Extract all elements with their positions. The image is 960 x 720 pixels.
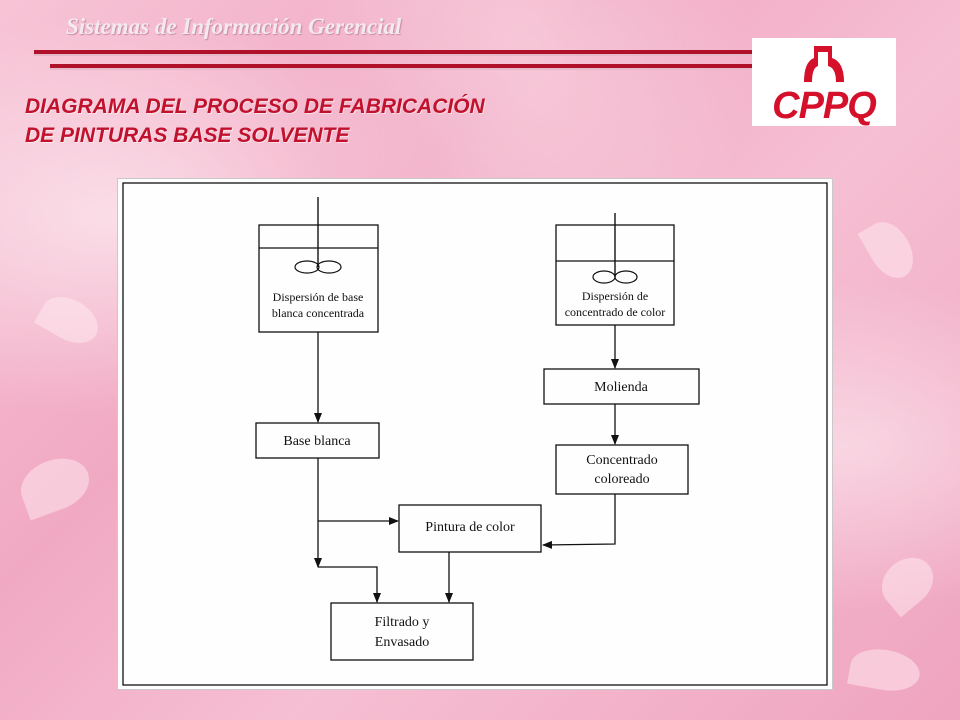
course-header: Sistemas de Información Gerencial (66, 14, 402, 39)
tank-color-concentrate: Dispersión de concentrado de color (555, 213, 675, 326)
box-molienda: Molienda (543, 368, 700, 405)
diagram-frame (122, 182, 828, 686)
petal-decoration (857, 214, 923, 286)
arrow-base-to-filtrado (318, 566, 381, 603)
base-blanca-label: Base blanca (283, 434, 351, 449)
title-line-1: DIAGRAMA DEL PROCESO DE FABRICACIÓN (25, 95, 485, 118)
concentrado-label-2: coloreado (594, 472, 649, 487)
logo-mark (804, 46, 844, 82)
diagram-panel: Dispersión de base blanca concentrada Di… (117, 178, 833, 690)
title-line-2: DE PINTURAS BASE SOLVENTE (25, 124, 350, 147)
filtrado-label-2: Envasado (375, 635, 429, 650)
page-title: DIAGRAMA DEL PROCESO DE FABRICACIÓN DE P… (25, 92, 485, 150)
arrow-concentrado-to-pintura (542, 494, 616, 549)
petal-decoration (34, 287, 106, 353)
tank-color-label-1: Dispersión de (582, 289, 648, 303)
box-concentrado-coloreado: Concentrado coloreado (555, 444, 689, 495)
cppq-logo: CPPQ (752, 38, 896, 126)
petal-decoration (847, 644, 923, 696)
header-rule-top (34, 50, 752, 54)
tank-color-label-2: concentrado de color (565, 305, 666, 319)
flow-arrows (314, 325, 619, 603)
box-base-blanca: Base blanca (255, 422, 380, 459)
mixer-blade-icon (592, 270, 616, 284)
filtrado-label-1: Filtrado y (375, 615, 430, 630)
box-filtrado-envasado: Filtrado y Envasado (330, 602, 474, 661)
mixer-blade-icon (294, 260, 320, 274)
tank-white-base: Dispersión de base blanca concentrada (258, 197, 379, 333)
pintura-color-label: Pintura de color (425, 520, 515, 535)
molienda-label: Molienda (594, 380, 648, 395)
header-rule-bottom (50, 64, 768, 68)
logo-text: CPPQ (772, 85, 876, 126)
petal-decoration (13, 449, 97, 521)
tank-white-label-2: blanca concentrada (272, 306, 365, 320)
petal-decoration (871, 547, 944, 618)
tank-white-label-1: Dispersión de base (273, 290, 364, 304)
box-pintura-color: Pintura de color (398, 504, 542, 553)
concentrado-label-1: Concentrado (586, 453, 658, 468)
